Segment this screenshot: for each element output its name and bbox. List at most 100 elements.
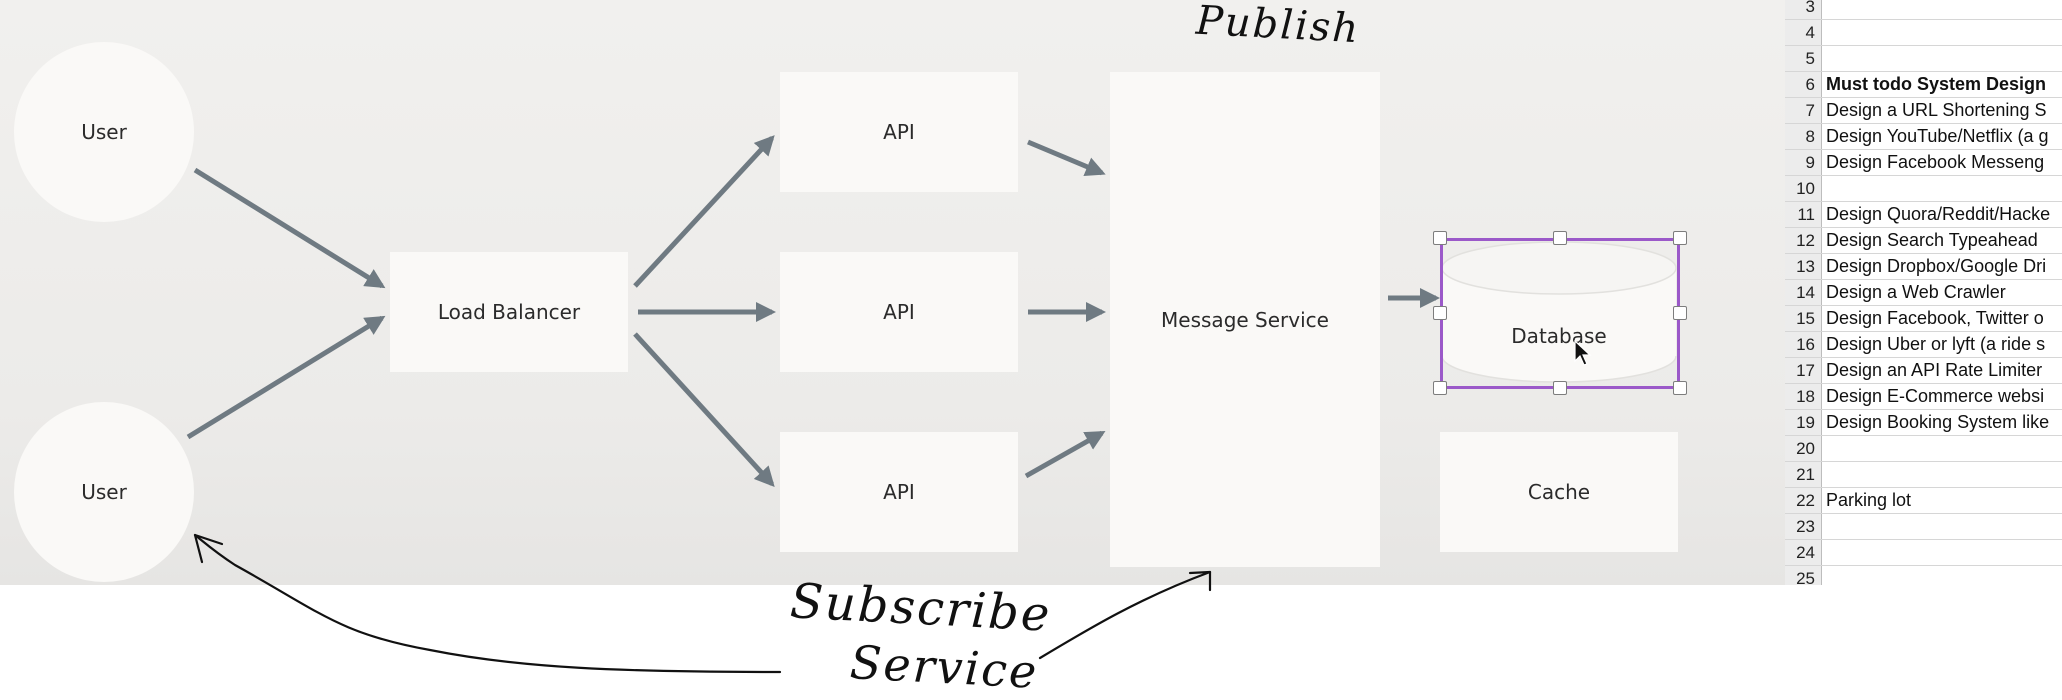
sheet-row[interactable]: 3 [1785, 0, 2062, 20]
sheet-row[interactable]: 20 [1785, 436, 2062, 462]
row-number[interactable]: 12 [1785, 228, 1822, 253]
sheet-cell[interactable] [1823, 20, 2062, 45]
sheet-cell[interactable]: Design a Web Crawler [1826, 282, 2006, 302]
sheet-cell[interactable]: Design Facebook, Twitter o [1826, 308, 2044, 328]
row-number[interactable]: 22 [1785, 488, 1822, 513]
api-node-bottom[interactable]: API [780, 432, 1018, 552]
sheet-cell[interactable] [1823, 514, 2062, 539]
sheet-row[interactable]: 5 [1785, 46, 2062, 72]
database-selection-frame[interactable] [1440, 238, 1680, 389]
row-number[interactable]: 5 [1785, 46, 1822, 71]
row-number[interactable]: 14 [1785, 280, 1822, 305]
sheet-row[interactable]: 10 [1785, 176, 2062, 202]
resize-handle-bottom-center[interactable] [1553, 381, 1567, 395]
row-number[interactable]: 9 [1785, 150, 1822, 175]
user-node-bottom[interactable]: User [14, 402, 194, 582]
resize-handle-top-left[interactable] [1433, 231, 1447, 245]
sheet-cell[interactable]: Parking lot [1826, 490, 1912, 510]
row-number[interactable]: 18 [1785, 384, 1822, 409]
sheet-row[interactable]: 23 [1785, 514, 2062, 540]
api-node-top[interactable]: API [780, 72, 1018, 192]
row-number[interactable]: 11 [1785, 202, 1822, 227]
row-number[interactable]: 8 [1785, 124, 1822, 149]
sheet-cell[interactable]: Design E-Commerce websi [1826, 386, 2045, 406]
resize-handle-bottom-right[interactable] [1673, 381, 1687, 395]
api-node-bottom-label: API [883, 480, 915, 504]
row-number[interactable]: 7 [1785, 98, 1822, 123]
sheet-row[interactable]: 24 [1785, 540, 2062, 566]
sheet-cell[interactable] [1823, 540, 2062, 565]
sheet-cell[interactable] [1823, 176, 2062, 201]
sheet-cell[interactable]: Must todo System Design [1826, 74, 2047, 94]
sheet-cell[interactable] [1823, 566, 2062, 585]
sheet-row[interactable]: 25 [1785, 566, 2062, 585]
sheet-row[interactable]: 4 [1785, 20, 2062, 46]
database-label: Database [1511, 324, 1607, 348]
row-number[interactable]: 24 [1785, 540, 1822, 565]
resize-handle-middle-left[interactable] [1433, 306, 1447, 320]
handwritten-publish-label: Publish [1194, 0, 1362, 53]
sheet-cell[interactable] [1823, 46, 2062, 71]
row-number[interactable]: 25 [1785, 566, 1822, 585]
sheet-cell[interactable] [1823, 462, 2062, 487]
sheet-cell[interactable] [1823, 436, 2062, 461]
row-number[interactable]: 15 [1785, 306, 1822, 331]
resize-handle-top-right[interactable] [1673, 231, 1687, 245]
load-balancer-node[interactable]: Load Balancer [390, 252, 628, 372]
resize-handle-bottom-left[interactable] [1433, 381, 1447, 395]
sheet-cell[interactable]: Design YouTube/Netflix (a g [1826, 126, 2049, 146]
sheet-cell[interactable]: Design Search Typeahead [1826, 230, 2038, 250]
api-node-top-label: API [883, 120, 915, 144]
row-number[interactable]: 6 [1785, 72, 1822, 97]
sheet-cell[interactable] [1823, 0, 2062, 19]
sheet-cell[interactable]: Design Facebook Messeng [1826, 152, 2045, 172]
row-number[interactable]: 13 [1785, 254, 1822, 279]
row-number[interactable]: 19 [1785, 410, 1822, 435]
message-service-node[interactable]: Message Service [1110, 72, 1380, 567]
row-number[interactable]: 3 [1785, 0, 1822, 19]
handwritten-service-label: Service [848, 635, 1040, 699]
sheet-cell[interactable]: Design Quora/Reddit/Hacke [1826, 204, 2051, 224]
sheet-cell[interactable]: Design Booking System like [1826, 412, 2050, 432]
cache-label: Cache [1527, 480, 1591, 504]
sheet-row[interactable]: 17 Design an API Rate Limiter [1785, 358, 2062, 384]
user-node-bottom-label: User [81, 480, 127, 504]
resize-handle-top-center[interactable] [1553, 231, 1567, 245]
message-service-label: Message Service [1161, 307, 1329, 332]
row-number[interactable]: 4 [1785, 20, 1822, 45]
sheet-cell[interactable]: Design a URL Shortening S [1826, 100, 2047, 120]
resize-handle-middle-right[interactable] [1673, 306, 1687, 320]
row-number[interactable]: 17 [1785, 358, 1822, 383]
sheet-cell[interactable]: Design Dropbox/Google Dri [1826, 256, 2047, 276]
row-number[interactable]: 21 [1785, 462, 1822, 487]
row-number[interactable]: 23 [1785, 514, 1822, 539]
api-node-middle-label: API [883, 300, 915, 324]
user-node-top-label: User [81, 120, 127, 144]
user-node-top[interactable]: User [14, 42, 194, 222]
cache-node[interactable]: Cache [1440, 432, 1678, 552]
api-node-middle[interactable]: API [780, 252, 1018, 372]
database-node[interactable]: Database [1440, 238, 1678, 388]
database-cylinder-shape [1441, 241, 1677, 383]
diagram-canvas[interactable]: User User Load Balancer API API API Mess… [0, 0, 1790, 585]
sheet-row[interactable]: 21 [1785, 462, 2062, 488]
row-number[interactable]: 10 [1785, 176, 1822, 201]
sheet-cell[interactable]: Design an API Rate Limiter [1826, 360, 2043, 380]
row-number[interactable]: 16 [1785, 332, 1822, 357]
sheet-cell[interactable]: Design Uber or lyft (a ride s [1826, 334, 2046, 354]
row-number[interactable]: 20 [1785, 436, 1822, 461]
